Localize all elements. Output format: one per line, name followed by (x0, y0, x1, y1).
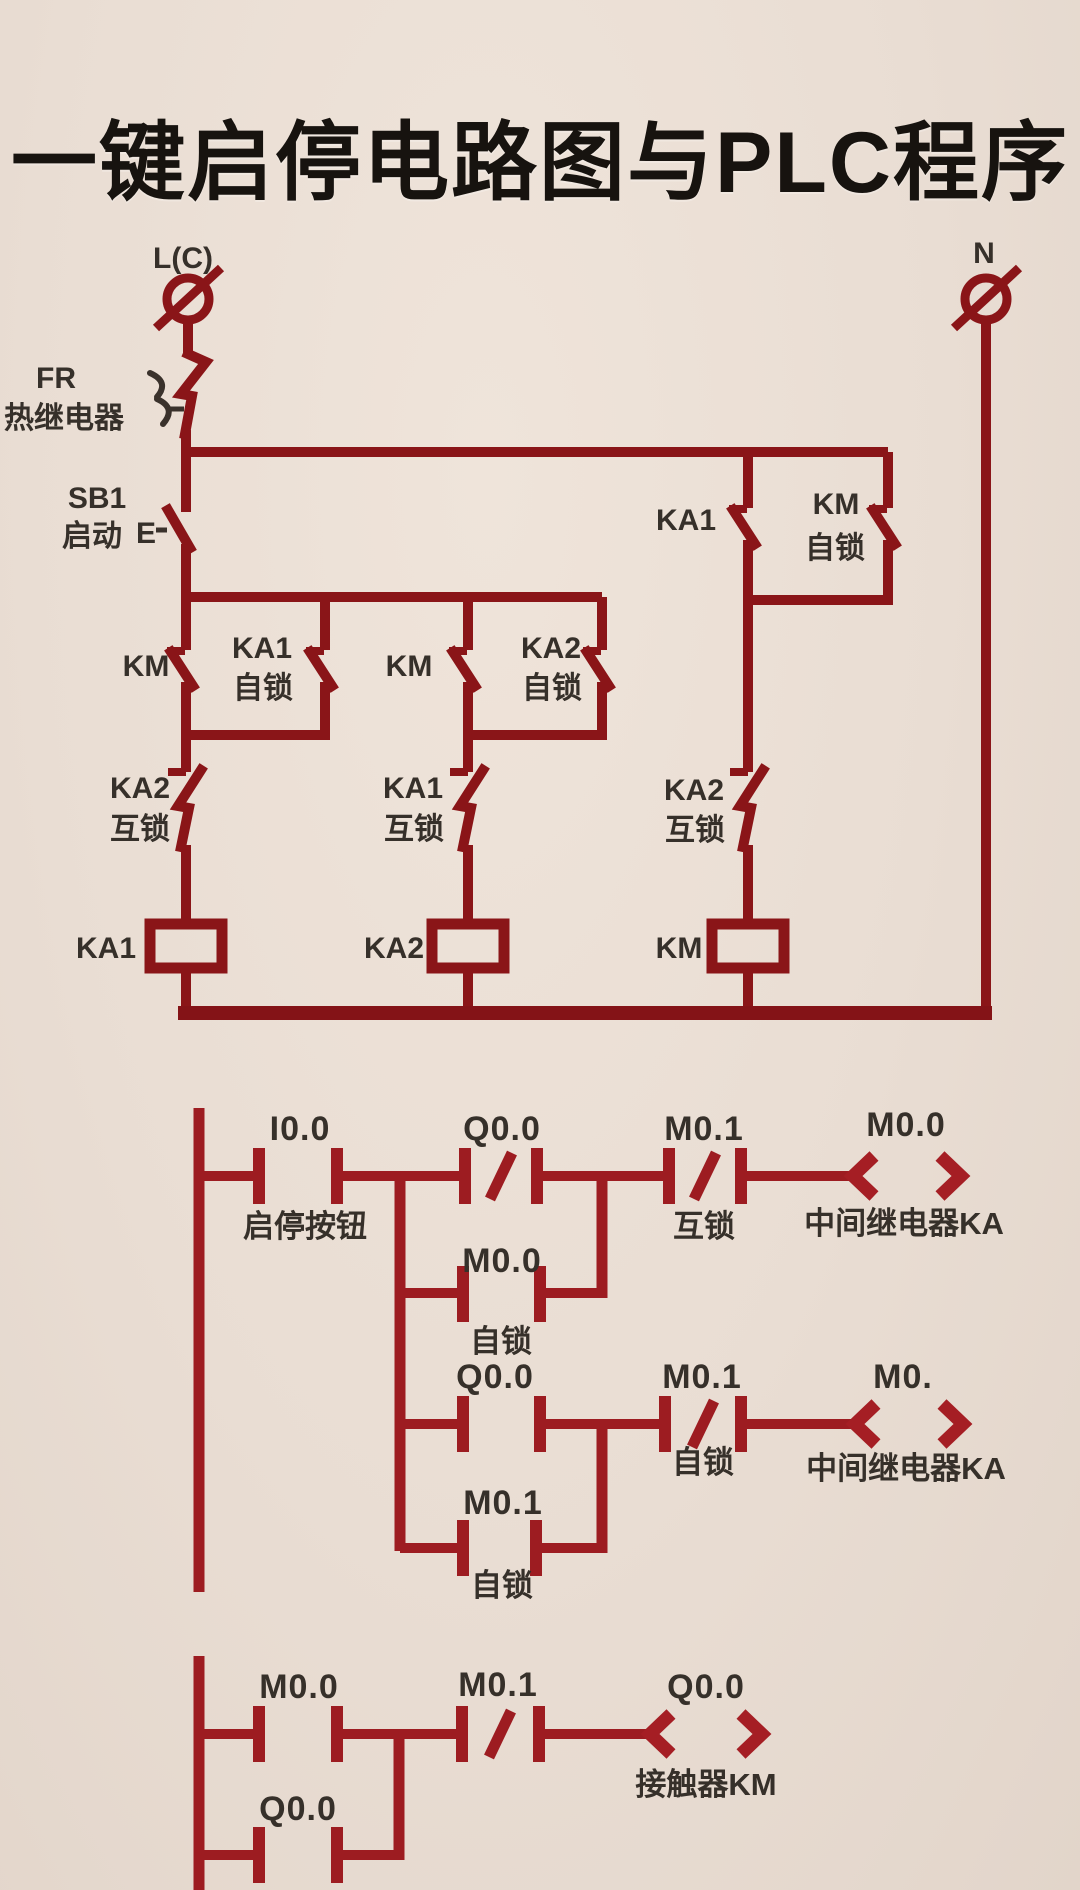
g2-km-contact (446, 645, 482, 693)
rung1-q00-bar-right (531, 1148, 543, 1204)
sb1-contact (161, 503, 197, 555)
label-rung3-coil-name: 接触器KM (635, 1767, 776, 1802)
g3-interlock-contact (731, 763, 770, 853)
label-g1-ka1-note: 自锁 (233, 672, 293, 705)
rung3-coil-left-icon (640, 1709, 676, 1759)
label-rung2-coil: M0. (873, 1358, 933, 1396)
fr-contact (171, 347, 214, 440)
rung1-coil-right-icon (935, 1151, 971, 1201)
label-g1-ka1: KA1 (232, 632, 292, 665)
fr-hook-icon (147, 370, 172, 427)
label-branch3: Q0.0 (259, 1790, 337, 1828)
rung3-m01-nc-slash (484, 1708, 516, 1760)
rung1-m01-nc-slash (689, 1150, 721, 1202)
g2-interlock-contact (451, 763, 490, 853)
g2-ka2-contact (580, 645, 616, 693)
label-branch1: M0.0 (462, 1242, 542, 1280)
coil-km (706, 918, 790, 974)
label-g2-ka2-note: 自锁 (522, 672, 582, 705)
page-title: 一键启停电路图与PLC程序 (11, 115, 1069, 211)
relay-circuit: L(C) N FR 热继电器 SB1 启动 (4, 237, 1023, 1020)
label-branch2: M0.1 (463, 1484, 543, 1522)
label-rung1-q00: Q0.0 (463, 1110, 541, 1148)
rung2-q00-bar-right (534, 1396, 546, 1452)
rung1-i00-bar-left (253, 1148, 265, 1204)
label-coil-km: KM (656, 932, 703, 965)
label-rung1-coil: M0.0 (866, 1106, 946, 1144)
rung2-coil-right-icon (937, 1399, 973, 1449)
label-g3-interlock-note: 互锁 (665, 814, 725, 847)
label-terminal-l: L(C) (153, 242, 213, 275)
branch2-bar-left (457, 1520, 469, 1576)
label-rung1-m01: M0.1 (664, 1110, 744, 1148)
rung3-m01-bar-left (456, 1706, 468, 1762)
branch3-bar-left (253, 1827, 265, 1883)
label-branch1-note: 自锁 (470, 1324, 532, 1359)
plc-ladder: I0.0 启停按钮 Q0.0 M0.1 互锁 M0.0 中间继电器KA (193, 1106, 1006, 1890)
label-rung1-i00-name: 启停按钮 (243, 1209, 367, 1244)
terminal-l-icon (152, 264, 225, 332)
label-g3-km-note: 自锁 (805, 532, 865, 565)
label-rung2-q00: Q0.0 (456, 1358, 534, 1396)
rung2-m01-bar-right (735, 1396, 747, 1452)
label-fr-id: FR (36, 362, 76, 395)
coil-ka1 (144, 918, 228, 974)
label-rung1-coil-name: 中间继电器KA (804, 1206, 1004, 1241)
label-rung1-m01-note: 互锁 (673, 1209, 735, 1244)
branch3-bar-right (331, 1827, 343, 1883)
rung1-q00-nc-slash (485, 1150, 517, 1202)
rung2-q00-bar-left (457, 1396, 469, 1452)
rung3-coil-right-icon (736, 1709, 772, 1759)
branch1-bar-left (457, 1266, 469, 1322)
label-g3-km: KM (813, 488, 860, 521)
g3-ka1-contact (726, 503, 762, 551)
label-g3-interlock: KA2 (664, 774, 724, 807)
terminal-n-icon (950, 264, 1023, 332)
label-sb1-button: E (136, 517, 156, 550)
rung1-q00-bar-left (459, 1148, 471, 1204)
rung2-coil-left-icon (845, 1399, 881, 1449)
label-rung3-coil: Q0.0 (667, 1668, 745, 1706)
rung3-m00-bar-right (331, 1706, 343, 1762)
label-g1-interlock: KA2 (110, 772, 170, 805)
g1-km-contact (164, 645, 200, 693)
label-g2-interlock-note: 互锁 (384, 813, 444, 846)
label-branch2-note: 自锁 (471, 1568, 533, 1603)
rung1-coil-left-icon (843, 1151, 879, 1201)
g1-interlock-contact (169, 763, 208, 853)
g3-km-contact (866, 503, 902, 551)
rung2-m01-nc-slash (687, 1398, 719, 1450)
label-terminal-n: N (973, 237, 995, 270)
label-g3-ka1: KA1 (656, 504, 716, 537)
g1-ka1-contact (303, 645, 339, 693)
rung2-m01-bar-left (659, 1396, 671, 1452)
label-coil-ka1: KA1 (76, 932, 136, 965)
label-rung2-m01-note: 自锁 (672, 1445, 734, 1480)
label-sb1-name: 启动 (62, 520, 122, 553)
rung1-m01-bar-right (735, 1148, 747, 1204)
label-g2-km: KM (386, 650, 433, 683)
label-fr-name: 热继电器 (4, 402, 125, 435)
label-rung3-m00: M0.0 (259, 1668, 339, 1706)
label-rung3-m01: M0.1 (458, 1666, 538, 1704)
label-sb1-id: SB1 (68, 482, 126, 515)
label-coil-ka2: KA2 (364, 932, 424, 965)
branch2-bar-right (530, 1520, 542, 1576)
label-g1-km: KM (123, 650, 170, 683)
coil-ka2 (426, 918, 510, 974)
label-rung1-i00: I0.0 (270, 1110, 331, 1148)
label-g1-interlock-note: 互锁 (110, 813, 170, 846)
branch1-bar-right (534, 1266, 546, 1322)
label-g2-ka2: KA2 (521, 632, 581, 665)
rung1-i00-bar-right (331, 1148, 343, 1204)
rung3-m01-bar-right (533, 1706, 545, 1762)
rung3-m00-bar-left (253, 1706, 265, 1762)
label-g2-interlock: KA1 (383, 772, 443, 805)
rung1-m01-bar-left (663, 1148, 675, 1204)
label-rung2-coil-name: 中间继电器KA (806, 1451, 1006, 1486)
label-rung2-m01: M0.1 (662, 1358, 742, 1396)
